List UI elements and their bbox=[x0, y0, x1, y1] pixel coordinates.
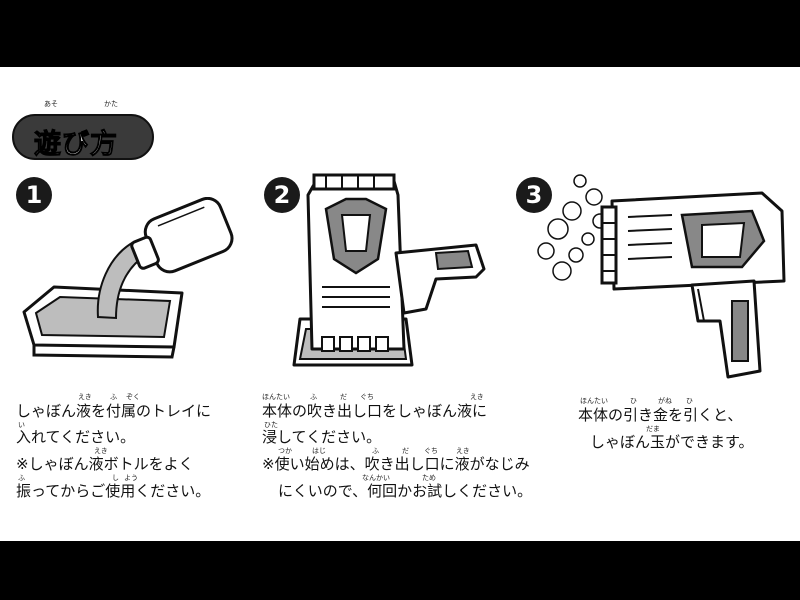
step2-ruby-tsuka: つか bbox=[278, 447, 292, 455]
step1-line-1: しゃぼん液を付属のトレイに bbox=[16, 402, 212, 420]
step1-ruby-zoku: ぞく bbox=[126, 393, 140, 401]
step1-ruby-fu: ふ bbox=[110, 393, 117, 401]
step2-ruby-nankai: なんかい bbox=[362, 474, 390, 482]
step2-ruby-guchi2: ぐち bbox=[424, 447, 438, 455]
step2-line-1: 本体の吹き出し口をしゃぼん液に bbox=[262, 402, 488, 420]
step2-ruby-da: だ bbox=[340, 393, 347, 401]
step2-line-2: 浸してください。 bbox=[262, 428, 382, 446]
step1-line-4: 振ってからご使用ください。 bbox=[16, 482, 211, 500]
step3-ruby-hi2: ひ bbox=[686, 397, 693, 405]
step1-ruby-fu2: ふ bbox=[18, 474, 25, 482]
step1-ruby-i: い bbox=[18, 421, 25, 429]
step2-ruby-haji: はじ bbox=[312, 447, 326, 455]
title-ruby-2: かた bbox=[104, 100, 118, 108]
step1-ruby-eki2: えき bbox=[94, 447, 108, 455]
step2-ruby-fu2: ふ bbox=[372, 447, 379, 455]
step2-line-3: ※使い始めは、吹き出し口に液がなじみ bbox=[262, 455, 530, 473]
step2-ruby-hita: ひた bbox=[264, 421, 278, 429]
step3-line-1: 本体の引き金を引くと、 bbox=[578, 406, 743, 424]
blow-bubbles-illustration bbox=[537, 174, 786, 379]
step1-ruby-shi: し bbox=[112, 474, 119, 482]
step3-ruby-gane: がね bbox=[658, 397, 672, 405]
instruction-sheet: あそ かた 遊び方 1 2 3 bbox=[0, 67, 800, 541]
title-ruby-1: あそ bbox=[44, 100, 58, 108]
step2-ruby-eki2: えき bbox=[456, 447, 470, 455]
step3-ruby-hi: ひ bbox=[630, 397, 637, 405]
step2-ruby-fu: ふ bbox=[310, 393, 317, 401]
step-3-number: 3 bbox=[516, 177, 552, 213]
step2-ruby-hontai: ほんたい bbox=[262, 393, 290, 401]
step2-ruby-da2: だ bbox=[402, 447, 409, 455]
step3-ruby-dama: だま bbox=[646, 425, 660, 433]
step2-ruby-guchi: ぐち bbox=[360, 393, 374, 401]
step1-ruby-eki: えき bbox=[78, 393, 92, 401]
step1-ruby-you: よう bbox=[124, 474, 138, 482]
pour-liquid-illustration bbox=[22, 197, 234, 359]
step3-line-2: しゃぼん玉ができます。 bbox=[590, 433, 754, 451]
title-badge: 遊び方 bbox=[12, 114, 154, 161]
step2-ruby-eki: えき bbox=[470, 393, 484, 401]
dip-gun-illustration bbox=[292, 173, 486, 367]
step-1-number: 1 bbox=[16, 177, 52, 213]
step2-line-4: にくいので、何回かお試しください。 bbox=[278, 482, 533, 500]
step2-ruby-tame: ため bbox=[422, 474, 436, 482]
step3-ruby-hontai: ほんたい bbox=[580, 397, 608, 405]
page-title: 遊び方 bbox=[34, 129, 118, 161]
step1-line-2: 入れてください。 bbox=[16, 428, 136, 446]
step1-line-3: ※しゃぼん液ボトルをよく bbox=[16, 455, 194, 473]
step-2-number: 2 bbox=[264, 177, 300, 213]
